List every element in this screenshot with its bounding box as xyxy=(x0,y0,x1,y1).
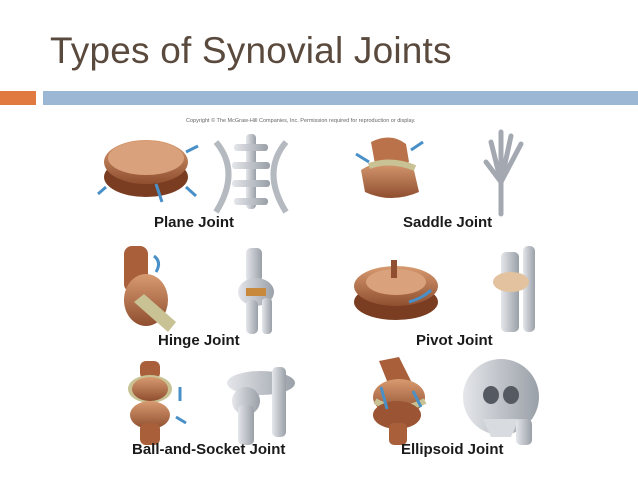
ellipsoid-joint-cell: Ellipsoid Joint xyxy=(351,357,551,472)
pivot-joint-label: Pivot Joint xyxy=(416,332,493,349)
ball-and-socket-joint-label: Ball-and-Socket Joint xyxy=(132,441,286,458)
copyright-notice: Copyright © The McGraw-Hill Companies, I… xyxy=(186,118,416,124)
plane-joint-illustration xyxy=(97,134,289,214)
hinge-joint-illustration xyxy=(124,246,274,334)
plane-joint-label: Plane Joint xyxy=(154,214,235,231)
ellipsoid-joint-label: Ellipsoid Joint xyxy=(401,441,504,458)
plane-joint-cell: Plane Joint xyxy=(96,122,316,237)
hinge-joint-label: Hinge Joint xyxy=(158,332,240,349)
saddle-joint-cell: Saddle Joint xyxy=(351,122,551,237)
ellipsoid-joint-illustration xyxy=(373,357,539,445)
pivot-joint-illustration xyxy=(354,246,535,332)
synovial-joints-figure: Copyright © The McGraw-Hill Companies, I… xyxy=(96,112,551,472)
accent-bar-orange xyxy=(0,91,36,105)
hinge-joint-cell: Hinge Joint xyxy=(96,242,316,357)
accent-bar-blue xyxy=(43,91,638,105)
ball-and-socket-joint-cell: Ball-and-Socket Joint xyxy=(96,357,316,472)
pivot-joint-cell: Pivot Joint xyxy=(351,242,551,357)
saddle-joint-label: Saddle Joint xyxy=(403,214,493,231)
saddle-joint-illustration xyxy=(355,129,524,217)
slide-title: Types of Synovial Joints xyxy=(50,30,452,71)
ball-and-socket-joint-illustration xyxy=(128,361,295,445)
